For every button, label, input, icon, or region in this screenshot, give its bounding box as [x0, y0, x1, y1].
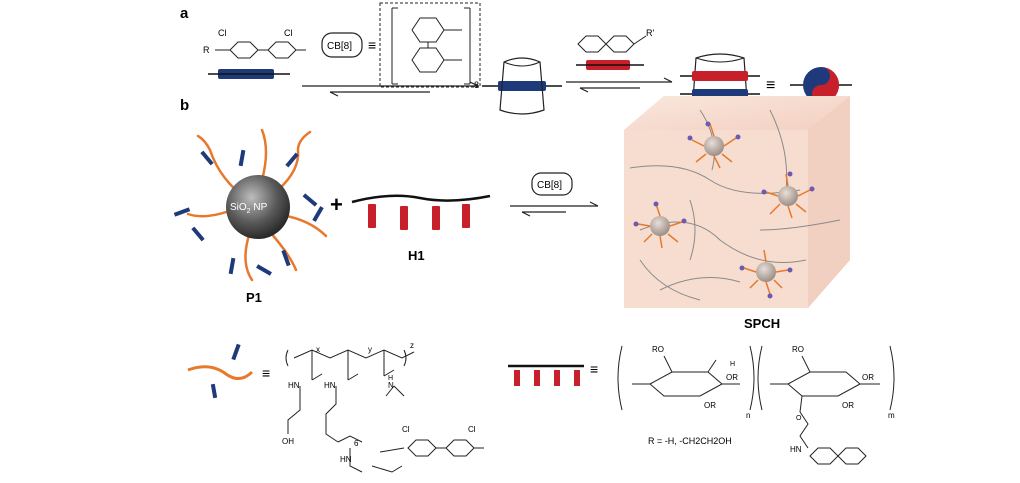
cb8-label-a: CB[8]	[327, 41, 352, 52]
viologen-counterion-2: Cl	[284, 28, 293, 38]
p1-h-isopropyl: H	[388, 375, 393, 382]
p1-subscript-x: x	[316, 345, 320, 354]
h1-label: H1	[408, 248, 425, 263]
hydrogel-label: SPCH	[744, 316, 780, 331]
h1-ro-1: RO	[652, 345, 664, 354]
p1-legend-icon	[187, 343, 254, 399]
viologen-r-group: R	[203, 45, 210, 55]
cb8-icon-b	[531, 172, 573, 196]
h1-chemical-structure	[617, 345, 895, 465]
h1-h: H	[730, 361, 735, 368]
cb8-viologen-complex	[482, 57, 562, 115]
h1-subscript-m: m	[888, 411, 895, 420]
p1-oh: OH	[282, 437, 294, 446]
h1-ro-2: RO	[792, 345, 804, 354]
h1-polymer	[351, 194, 491, 230]
h1-hn: HN	[790, 445, 802, 454]
p1-six: 6	[354, 439, 359, 448]
naphthyl-r-group: R'	[646, 28, 654, 38]
p1-cl-1: Cl	[402, 425, 410, 434]
h1-o: O	[796, 415, 802, 422]
h1-or-1: OR	[704, 401, 716, 410]
equilibrium-arrow-b	[510, 201, 599, 217]
p1-nanoparticle-grafted	[173, 128, 328, 282]
cb8-structure	[379, 2, 481, 88]
viologen-counterion: Cl	[218, 28, 227, 38]
viologen-structure	[215, 41, 306, 59]
p1-subscript-z: z	[410, 341, 414, 350]
equilibrium-arrow-1	[302, 81, 479, 97]
equilibrium-arrow-2	[566, 77, 673, 93]
equiv-symbol-p1: ≡	[262, 365, 270, 381]
p1-n-isopropyl: N	[388, 381, 394, 390]
cb8-label-b: CB[8]	[537, 180, 562, 191]
cb8-icon	[321, 32, 363, 58]
equiv-symbol-a: ≡	[368, 37, 376, 53]
h1-or-2: OR	[726, 373, 738, 382]
p1-hn-1: HN	[288, 381, 300, 390]
nanoparticle-label: SiO2 NP	[230, 202, 268, 215]
p1-hn-3: HN	[340, 455, 352, 464]
equiv-symbol-ternary: ≡	[766, 77, 775, 94]
p1-subscript-y: y	[368, 345, 372, 354]
p1-cl-2: Cl	[468, 425, 476, 434]
p1-chemical-structure	[285, 349, 484, 473]
equiv-symbol-h1: ≡	[590, 361, 598, 377]
h1-legend-icon	[508, 364, 584, 386]
p1-label: P1	[246, 290, 262, 305]
hydrogel-cube	[624, 96, 850, 308]
panel-label-a: a	[180, 5, 189, 22]
p1-hn-2: HN	[324, 381, 336, 390]
yin-yang-icon	[790, 67, 852, 103]
hydrogel-crosslinks	[633, 121, 815, 299]
plus-sign: +	[330, 192, 343, 217]
h1-subscript-n: n	[746, 411, 750, 420]
h1-r-definition: R = -H, -CH2CH2OH	[648, 436, 732, 446]
panel-label-b: b	[180, 97, 189, 114]
naphthyl-structure	[577, 35, 647, 53]
h1-or-3: OR	[842, 401, 854, 410]
h1-or-4: OR	[862, 373, 874, 382]
